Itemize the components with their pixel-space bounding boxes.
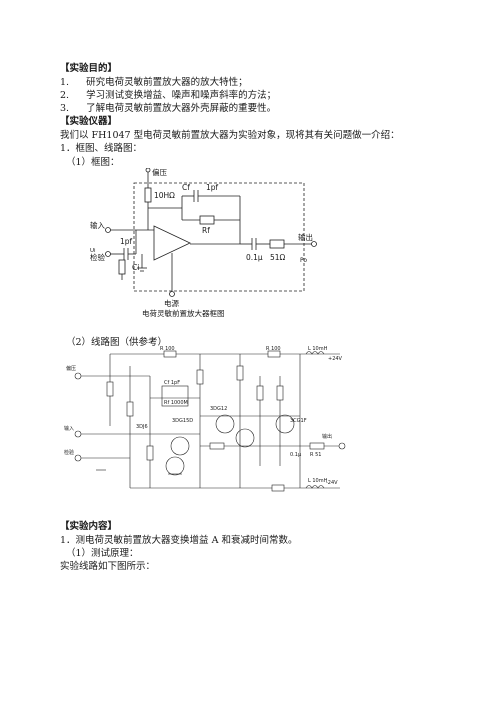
item-text: 学习测试变换增益、噪声和噪声斜率的方法； <box>86 90 277 101</box>
item-number: 1. <box>60 77 70 88</box>
circuit-label-fet: 3DJ6 <box>136 424 148 430</box>
rf-label: Rf <box>202 226 210 235</box>
circuit-diagram: R 100 R 100 L 10mH +24V 偏压 3DG15D 3DG12 … <box>64 346 346 492</box>
circuit-label-r1: R 100 <box>160 346 175 352</box>
circuit-label-rf: Rf 1000M <box>164 400 188 406</box>
content-item-1: 1．测电荷灵敏前置放大器变换增益 A 和衰减时间常数。 <box>60 535 298 546</box>
test-label: 检验 <box>90 252 105 262</box>
po-label: Po <box>300 257 307 264</box>
purpose-item-1: 1. 研究电荷灵敏前置放大器的放大特性； <box>60 74 248 88</box>
circuit-label-r2: R 100 <box>266 346 281 352</box>
circuit-label-cf: Cf 1pF <box>164 380 180 386</box>
purpose-item-3: 3. 了解电荷灵敏前置放大器外壳屏蔽的重要性。 <box>60 100 276 114</box>
out-cap-label: 0.1μ <box>246 253 263 262</box>
shield-box <box>133 182 305 292</box>
block-diagram: 偏压 10HΩ Cf 1pf Rf 输入 Ui 检验 1pf Ci 0.1μ 5… <box>90 168 317 318</box>
circuit-label-cap: 0.1μ <box>290 452 302 458</box>
circuit-label-bias: 偏压 <box>66 365 76 372</box>
circuit-label-l1: L 10mH <box>308 346 328 352</box>
block-diagram-caption: 电荷灵敏前置放大器框图 <box>142 308 225 318</box>
principle-text: 实验线路如下图所示： <box>60 561 156 572</box>
input-label: 输入 <box>90 220 105 230</box>
circuit-label-q2: 3DG12 <box>210 406 227 412</box>
circuit-label-minus24v: -24V <box>326 480 338 486</box>
content-heading: 【实验内容】 <box>60 521 118 532</box>
circuit-label-q3: 3CG1F <box>290 418 307 424</box>
bias-label: 偏压 <box>152 168 167 177</box>
cf-value-label: 1pf <box>206 183 219 192</box>
equipment-intro: 我们以 FH1047 型电荷灵敏前置放大器为实验对象，现将其有关问题做一介绍： <box>60 130 400 141</box>
item-text: 了解电荷灵敏前置放大器外壳屏蔽的重要性。 <box>86 103 277 114</box>
circuit-label-l2: L 10mH <box>308 478 328 484</box>
block-and-circuit-heading: 1．框图、线路图： <box>60 143 143 154</box>
equipment-heading: 【实验仪器】 <box>60 116 118 127</box>
cf-label: Cf <box>182 183 190 192</box>
test-cap-label: 1pf <box>120 237 133 246</box>
out-res-label: 51Ω <box>270 253 286 262</box>
item-number: 2. <box>60 90 70 101</box>
principle-label: （1）测试原理： <box>66 548 139 559</box>
item-text: 研究电荷灵敏前置放大器的放大特性； <box>86 77 248 88</box>
circuit-label-q1: 3DG15D <box>172 418 193 424</box>
power-label: 电源 <box>164 298 179 308</box>
circuit-label-plus24v: +24V <box>328 356 343 362</box>
circuit-label-input: 输入 <box>64 425 74 432</box>
ci-label: Ci <box>132 263 139 272</box>
ui-label: Ui <box>90 248 96 254</box>
block-diagram-label: （1）框图： <box>66 157 120 168</box>
bias-resistor-label: 10HΩ <box>154 191 175 200</box>
item-number: 3. <box>60 103 70 114</box>
circuit-label-test: 检验 <box>64 449 74 456</box>
circuit-label-output: 输出 <box>322 433 332 440</box>
purpose-heading: 【实验目的】 <box>60 63 118 74</box>
output-label: 输出 <box>298 232 313 242</box>
purpose-item-2: 2. 学习测试变换增益、噪声和噪声斜率的方法； <box>60 87 276 101</box>
circuit-diagram-label: （2）线路图（供参考） <box>66 337 168 348</box>
circuit-label-r51: R 51 <box>310 452 321 458</box>
